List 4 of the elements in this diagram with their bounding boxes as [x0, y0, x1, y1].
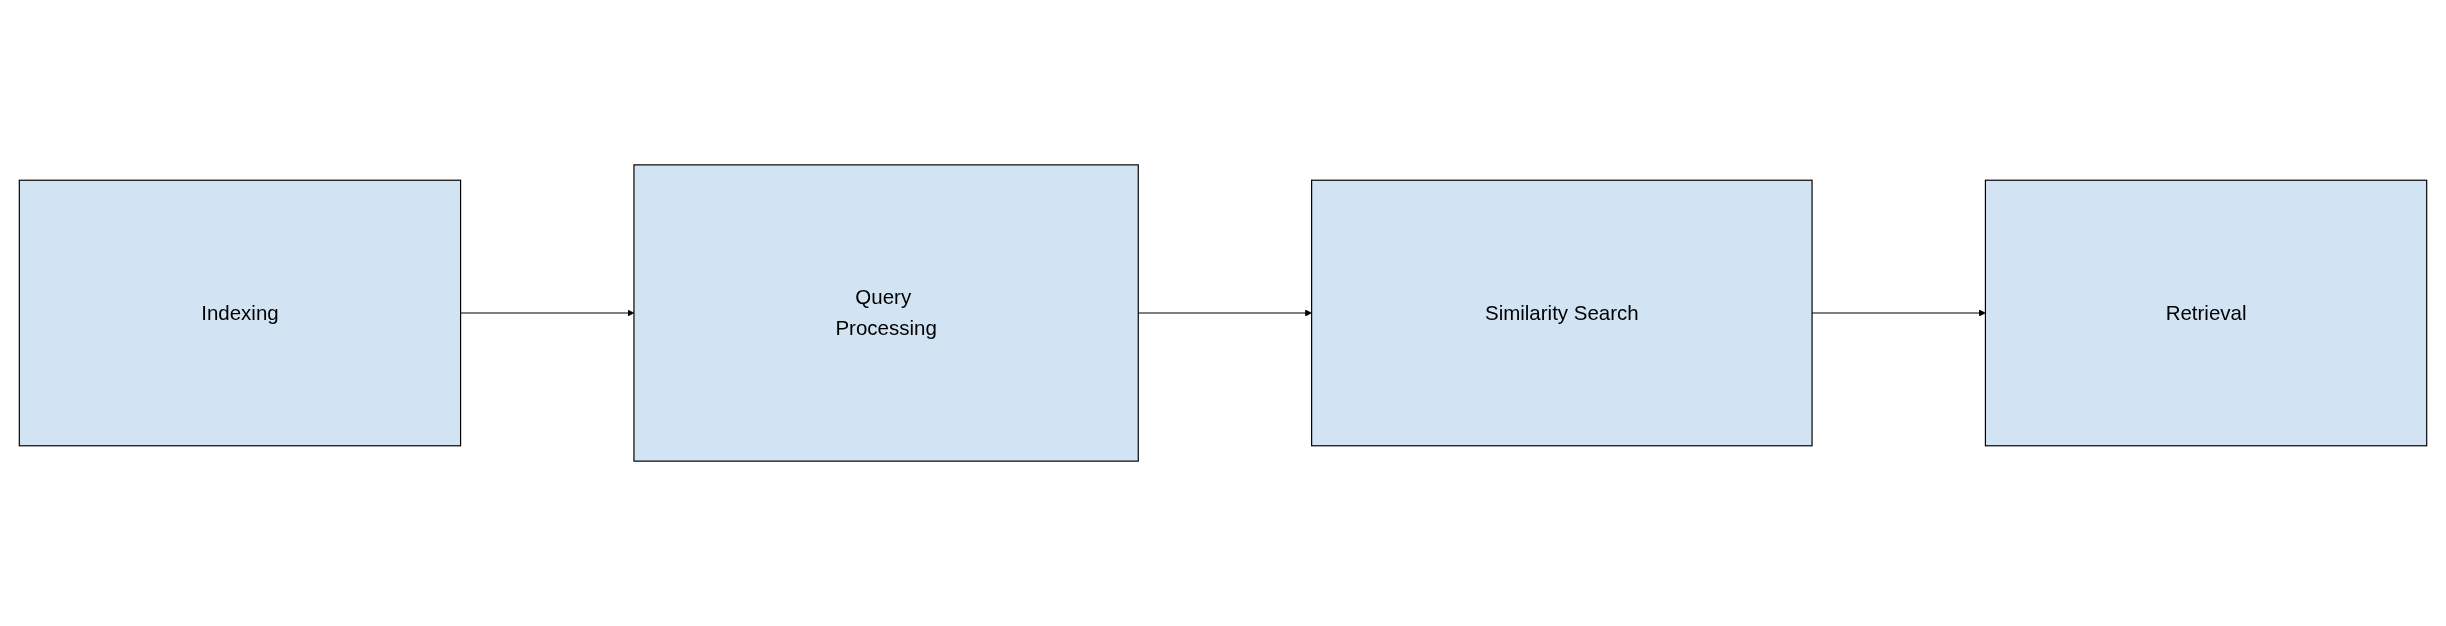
node-box: Query Processing	[633, 164, 1139, 462]
node-box: Indexing	[18, 179, 462, 447]
node-box: Retrieval	[1984, 179, 2428, 447]
node-box: Similarity Search	[1311, 179, 1813, 447]
